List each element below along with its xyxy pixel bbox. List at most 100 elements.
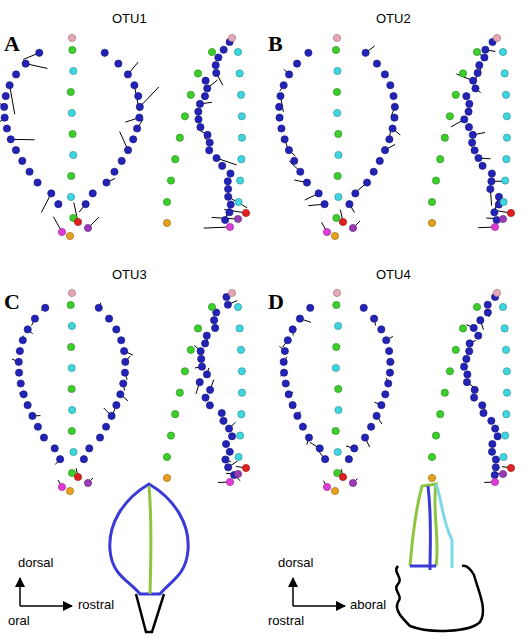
landmark-dot	[463, 355, 470, 362]
displacement-vector	[140, 87, 159, 107]
landmark-dot	[488, 448, 495, 455]
landmark-dot	[55, 201, 62, 208]
landmark-dot	[345, 456, 352, 463]
landmark-dot	[197, 124, 204, 131]
landmark-dot	[181, 368, 188, 375]
landmark-dot	[381, 71, 388, 78]
landmark-dots	[0, 34, 515, 494]
panel-letter: A	[4, 32, 20, 56]
axis-arrows	[20, 578, 345, 606]
landmark-dot	[86, 445, 93, 452]
landmark-dot	[334, 448, 341, 455]
landmark-dot	[321, 201, 328, 208]
axis-label: dorsal	[18, 556, 53, 570]
landmark-dot	[474, 69, 481, 76]
landmark-dot	[466, 348, 473, 355]
landmark-dot	[333, 301, 340, 308]
landmark-dot	[69, 46, 76, 53]
landmark-dot	[469, 131, 476, 138]
landmark-dot	[282, 380, 289, 387]
landmark-dot	[487, 185, 494, 192]
landmark-dot	[226, 478, 233, 485]
landmark-dot	[207, 386, 214, 393]
landmark-dot	[70, 448, 77, 455]
landmark-dot	[222, 216, 229, 223]
landmark-dot	[70, 67, 77, 74]
landmark-dot	[84, 224, 91, 231]
landmark-dot	[187, 346, 194, 353]
landmark-dot	[461, 116, 468, 123]
landmark-dot	[74, 218, 81, 225]
landmark-dot	[22, 60, 29, 67]
landmark-dot	[465, 108, 472, 115]
landmark-dot	[322, 456, 329, 463]
landmark-dot	[452, 346, 459, 353]
landmark-dot	[68, 364, 75, 371]
panel-title: OTU4	[376, 268, 411, 282]
landmark-dot	[220, 46, 227, 53]
landmark-dot	[465, 124, 472, 131]
landmark-dot	[236, 70, 243, 77]
landmark-dot	[228, 433, 235, 440]
landmark-dot	[333, 88, 340, 95]
landmark-dot	[277, 92, 284, 99]
landmark-dot	[503, 134, 510, 141]
landmark-dot	[204, 131, 211, 138]
landmark-dot	[334, 109, 341, 116]
landmark-dot	[167, 177, 174, 184]
landmark-dot	[130, 136, 137, 143]
landmark-dot	[24, 402, 31, 409]
landmark-dot	[333, 214, 340, 221]
landmark-dot	[335, 385, 342, 392]
landmark-dot	[280, 82, 287, 89]
landmark-dot	[181, 113, 188, 120]
landmark-dot	[459, 325, 466, 332]
landmark-dot	[204, 85, 211, 92]
landmark-dot	[389, 125, 396, 132]
landmark-dot	[386, 369, 393, 376]
landmark-dot	[196, 100, 203, 107]
landmark-dot	[202, 77, 209, 84]
panel-title: OTU2	[376, 12, 411, 26]
landmark-dot	[276, 114, 283, 121]
landmark-dot	[479, 402, 486, 409]
landmark-dot	[16, 347, 23, 354]
landmark-dot	[206, 147, 213, 154]
landmark-dot	[499, 303, 506, 310]
landmark-dot	[19, 157, 26, 164]
landmark-dot	[68, 427, 75, 434]
landmark-dot	[323, 228, 330, 235]
landmark-dot	[482, 46, 489, 53]
landmark-dot	[136, 103, 143, 110]
landmark-dot	[441, 389, 448, 396]
landmark-dot	[331, 487, 338, 494]
landmark-dot	[206, 402, 213, 409]
landmark-dot	[285, 71, 292, 78]
landmark-dot	[284, 337, 291, 344]
landmark-dot	[176, 389, 183, 396]
landmark-dot	[80, 456, 87, 463]
landmark-dot	[68, 322, 75, 329]
landmark-dot	[446, 368, 453, 375]
landmark-dot	[203, 371, 210, 378]
landmark-dot	[36, 49, 43, 56]
landmark-dot	[96, 434, 103, 441]
landmark-dot	[315, 190, 322, 197]
landmark-dot	[226, 448, 233, 455]
landmark-dot	[234, 303, 241, 310]
landmark-dot	[281, 136, 288, 143]
landmark-dot	[507, 209, 514, 216]
landmark-dot	[224, 178, 231, 185]
landmark-dot	[163, 474, 170, 481]
landmark-dot	[220, 417, 227, 424]
landmark-dot	[382, 391, 389, 398]
landmark-dot	[480, 409, 487, 416]
landmark-dot	[503, 156, 510, 163]
landmark-dot	[212, 62, 219, 69]
landmark-dot	[387, 358, 394, 365]
landmark-dot	[499, 470, 506, 477]
landmark-dot	[381, 147, 388, 154]
displacement-vector	[204, 227, 230, 228]
landmark-dot	[446, 113, 453, 120]
